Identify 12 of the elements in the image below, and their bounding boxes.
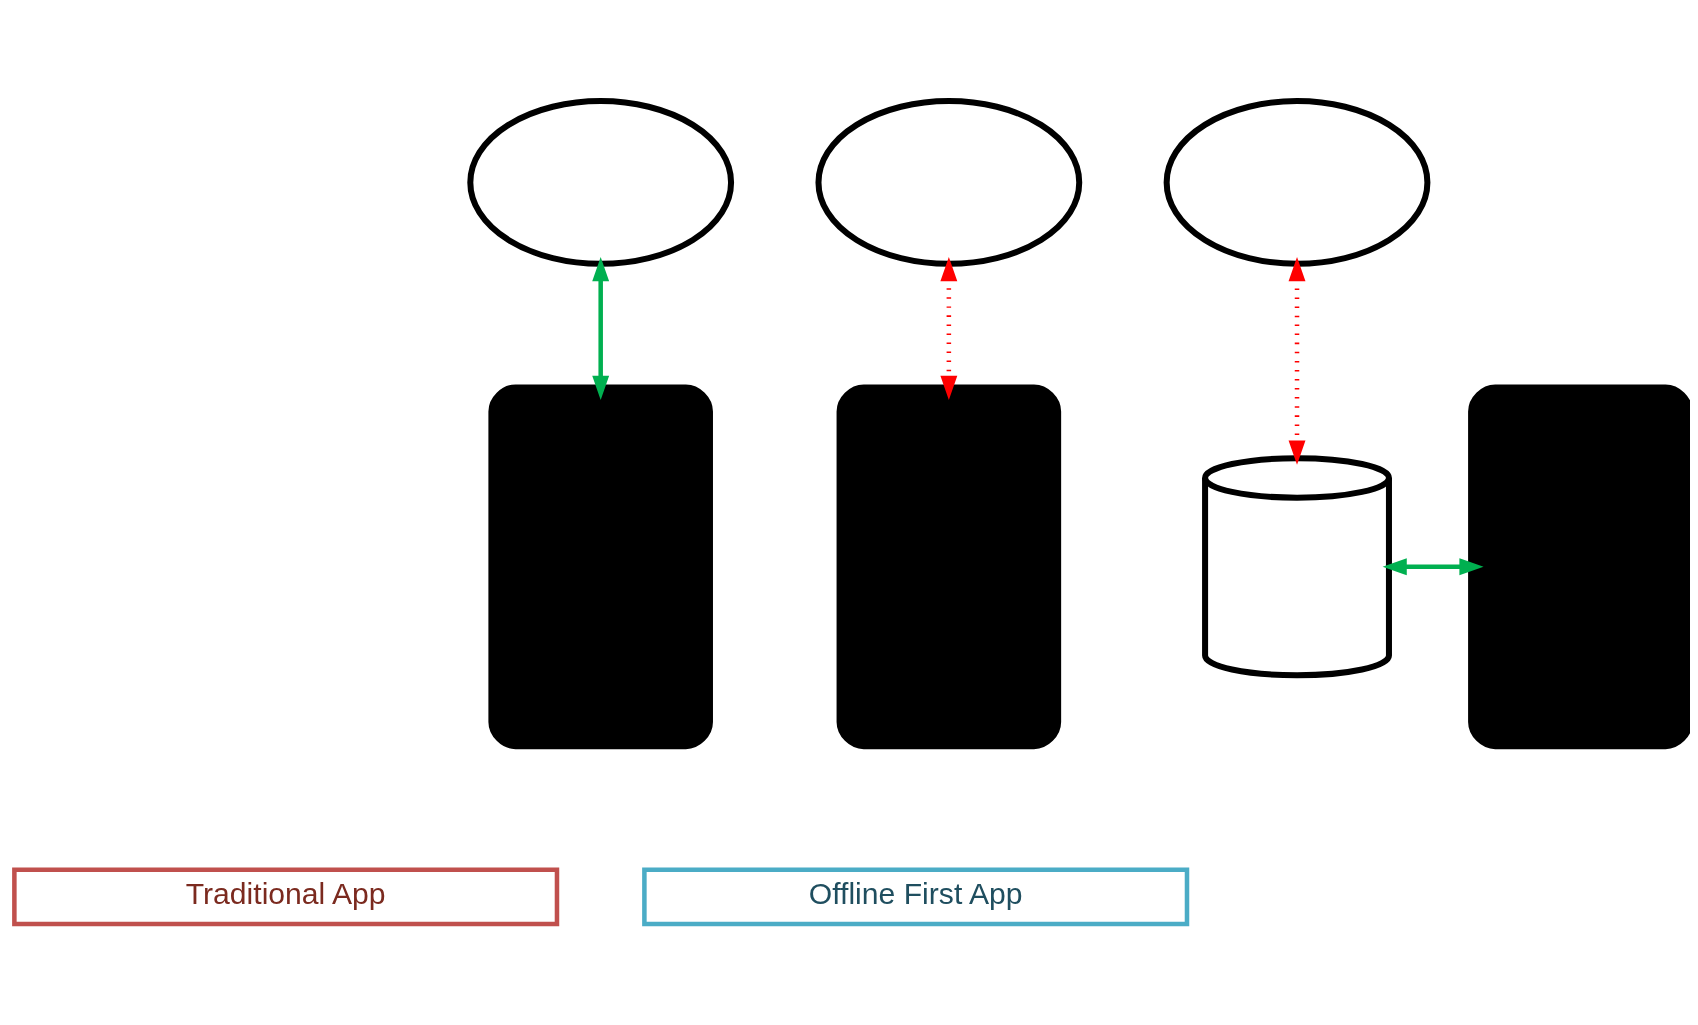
- node-box: Offline First App: [642, 867, 1190, 927]
- arrow: [592, 257, 610, 400]
- node-cloud: [815, 98, 1083, 267]
- node-box: [488, 384, 713, 750]
- arrow: [940, 257, 958, 400]
- node-box: [836, 384, 1062, 750]
- node-cloud: [467, 98, 735, 267]
- node-box: [1468, 384, 1690, 750]
- arrow: [1288, 257, 1306, 465]
- node-box: Traditional App: [12, 867, 560, 927]
- arrow: [1382, 558, 1484, 576]
- node-cloud: [1163, 98, 1431, 267]
